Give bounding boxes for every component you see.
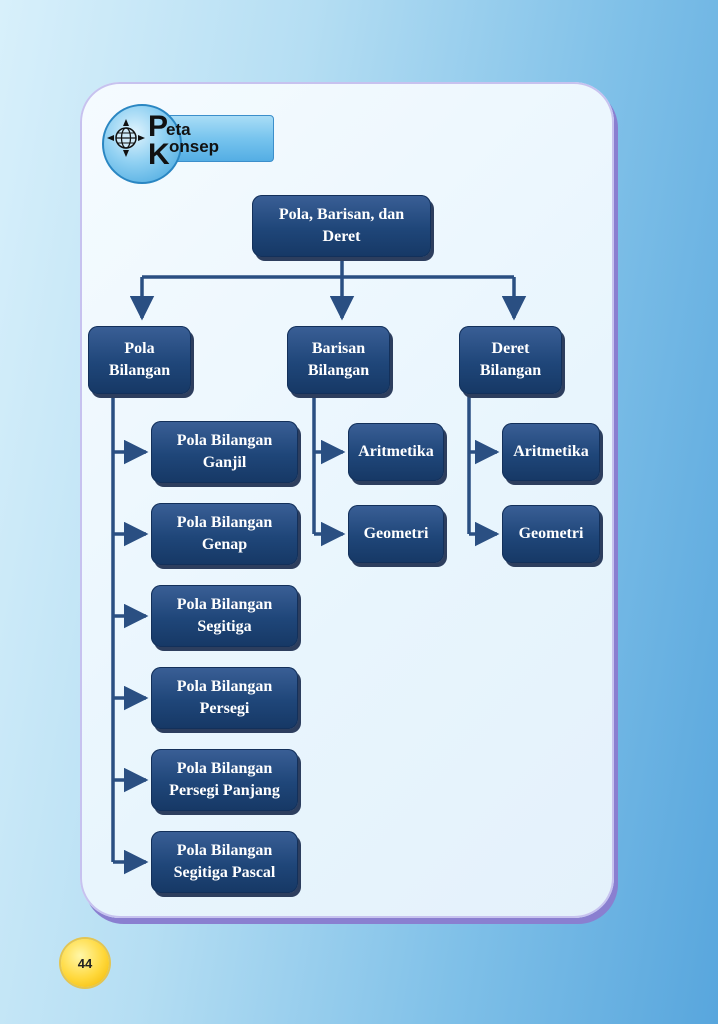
header-emblem [102,104,182,184]
header-initial-p: P [148,110,169,143]
compass-globe-icon [107,119,145,157]
header-initial-k: K [148,138,170,171]
node-pola-bilangan-segitiga: Pola Bilangan Segitiga [151,585,298,647]
node-pola-bilangan-ganjil: Pola Bilangan Ganjil [151,421,298,483]
node-pola-bilangan-persegi-panjang: Pola Bilangan Persegi Panjang [151,749,298,811]
node-root-pola-barisan-deret: Pola, Barisan, dan Deret [252,195,431,257]
node-deret-bilangan: Deret Bilangan [459,326,562,394]
node-pola-bilangan: Pola Bilangan [88,326,191,394]
node-pola-bilangan-genap: Pola Bilangan Genap [151,503,298,565]
node-deret-aritmetika: Aritmetika [502,423,600,481]
node-deret-geometri: Geometri [502,505,600,563]
header-word-konsep: onsep [169,137,220,156]
node-barisan-geometri: Geometri [348,505,444,563]
node-barisan-bilangan: Barisan Bilangan [287,326,390,394]
node-barisan-aritmetika: Aritmetika [348,423,444,481]
node-pola-bilangan-segitiga-pascal: Pola Bilangan Segitiga Pascal [151,831,298,893]
page-number-badge: 44 [61,939,109,987]
header-word-peta: eta [166,120,191,139]
node-pola-bilangan-persegi: Pola Bilangan Persegi [151,667,298,729]
